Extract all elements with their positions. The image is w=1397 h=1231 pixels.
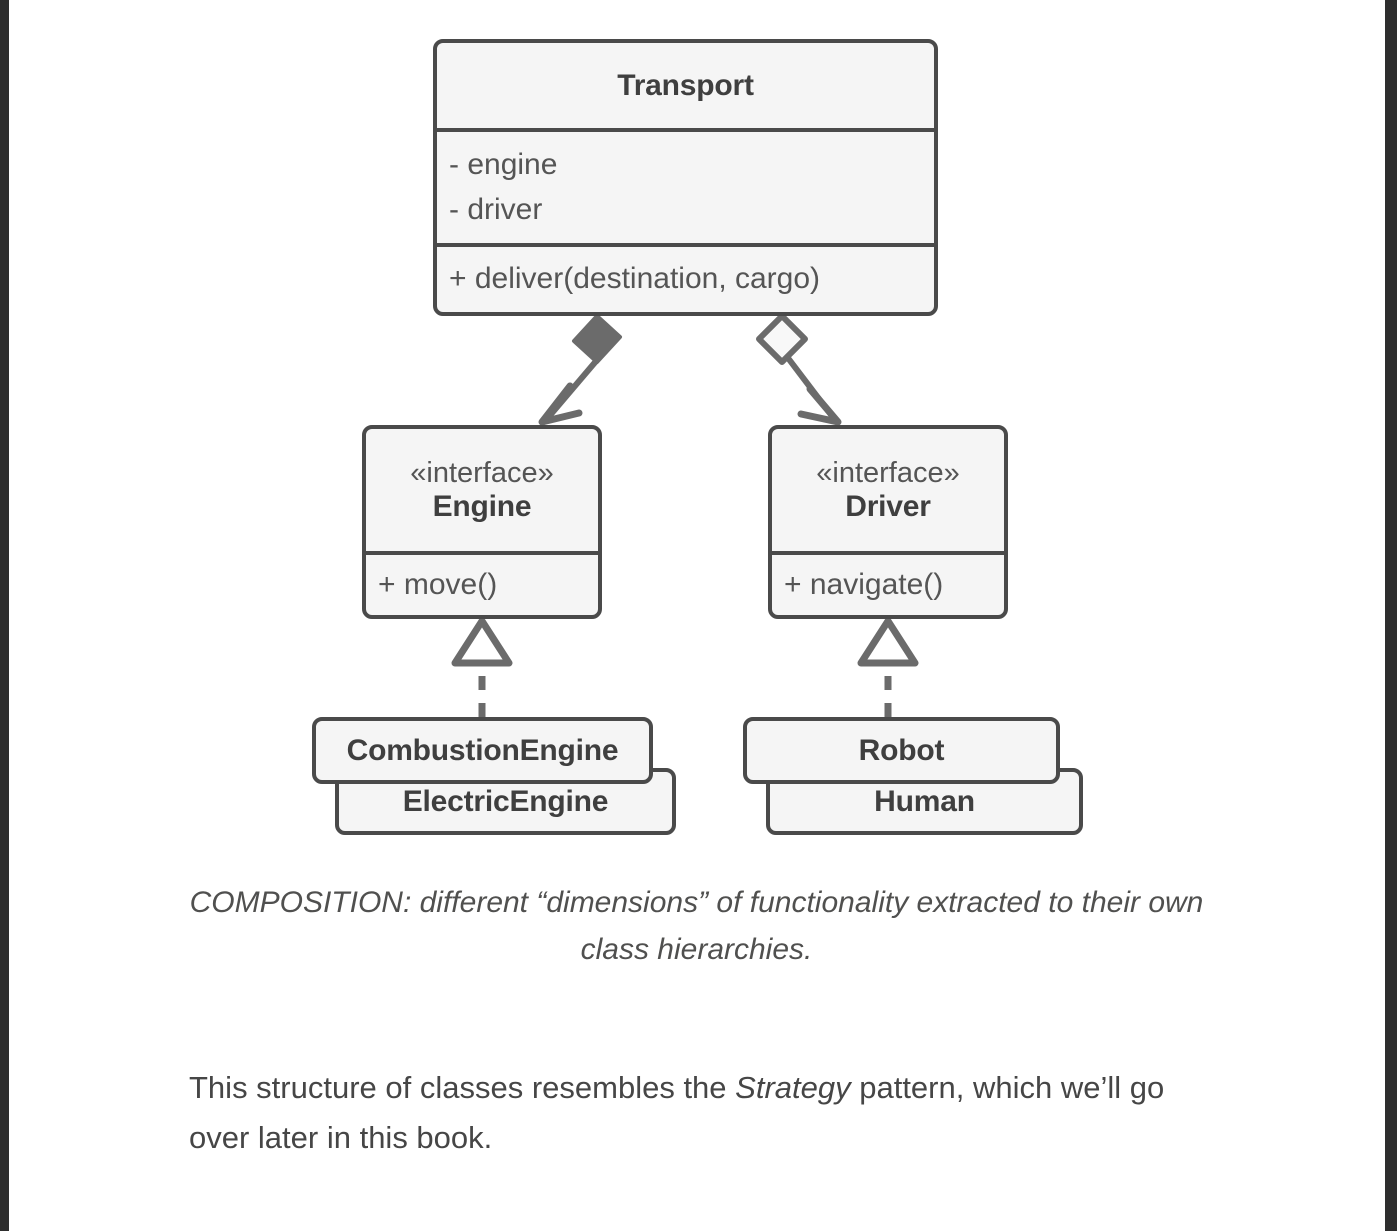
class-name-robot: Robot [858,733,945,767]
class-box-combustionengine[interactable]: CombustionEngine [312,717,653,784]
filled-diamond-icon [572,314,622,364]
open-arrow-icon [797,385,842,426]
aggregation-connector-transport-driver [756,313,842,426]
interface-box-driver[interactable]: «interface» Driver + navigate() [768,425,1008,619]
interface-methods-section: + move() [366,551,598,615]
class-box-robot[interactable]: Robot [743,717,1060,784]
class-title-section: Transport [437,43,934,128]
uml-class-diagram: Transport - engine - driver + deliver(de… [9,0,1385,870]
composition-connector-transport-engine [538,314,622,426]
interface-box-engine[interactable]: «interface» Engine + move() [362,425,602,619]
page-content: Transport - engine - driver + deliver(de… [9,0,1385,1231]
body-paragraph: This structure of classes resembles the … [189,1063,1219,1162]
field-engine: - engine [449,148,558,182]
field-driver: - driver [449,192,543,226]
class-name-combustionengine: CombustionEngine [346,733,619,767]
realization-connector-robot-driver [857,617,919,717]
page-gutter-left [0,0,9,1231]
class-name-human: Human [874,784,975,818]
hollow-diamond-icon [756,313,808,365]
diagram-connectors [451,313,919,717]
interface-name-engine: Engine [432,490,532,524]
interface-header-section: «interface» Engine [366,429,598,551]
open-arrow-icon [538,382,583,426]
body-text-part-1: This structure of classes resembles the [189,1070,736,1105]
class-fields-section: - engine - driver [437,128,934,243]
caption-line-1: COMPOSITION: different “dimensions” of f… [189,886,1140,919]
stereotype-driver: «interface» [816,456,960,489]
class-box-transport[interactable]: Transport - engine - driver + deliver(de… [433,39,938,316]
interface-methods-section: + navigate() [772,551,1004,615]
method-navigate: + navigate() [784,567,944,601]
class-name-transport: Transport [617,68,754,102]
caption-line-2: own class hierarchies. [580,886,1204,966]
class-name-electricengine: ElectricEngine [402,784,609,818]
figure-caption: COMPOSITION: different “dimensions” of f… [189,880,1204,973]
method-move: + move() [378,567,498,601]
method-deliver: + deliver(destination, cargo) [449,262,821,296]
hollow-triangle-icon [857,617,919,667]
realization-connector-combustionengine-engine [451,617,513,717]
page-gutter-right [1385,0,1397,1231]
stereotype-engine: «interface» [410,456,554,489]
interface-name-driver: Driver [845,490,931,524]
class-methods-section: + deliver(destination, cargo) [437,243,934,312]
body-emphasis-strategy: Strategy [735,1070,851,1105]
hollow-triangle-icon [451,617,513,667]
body-text-part-2: pattern, which we’ll go over later in th… [189,1070,1165,1155]
interface-header-section: «interface» Driver [772,429,1004,551]
